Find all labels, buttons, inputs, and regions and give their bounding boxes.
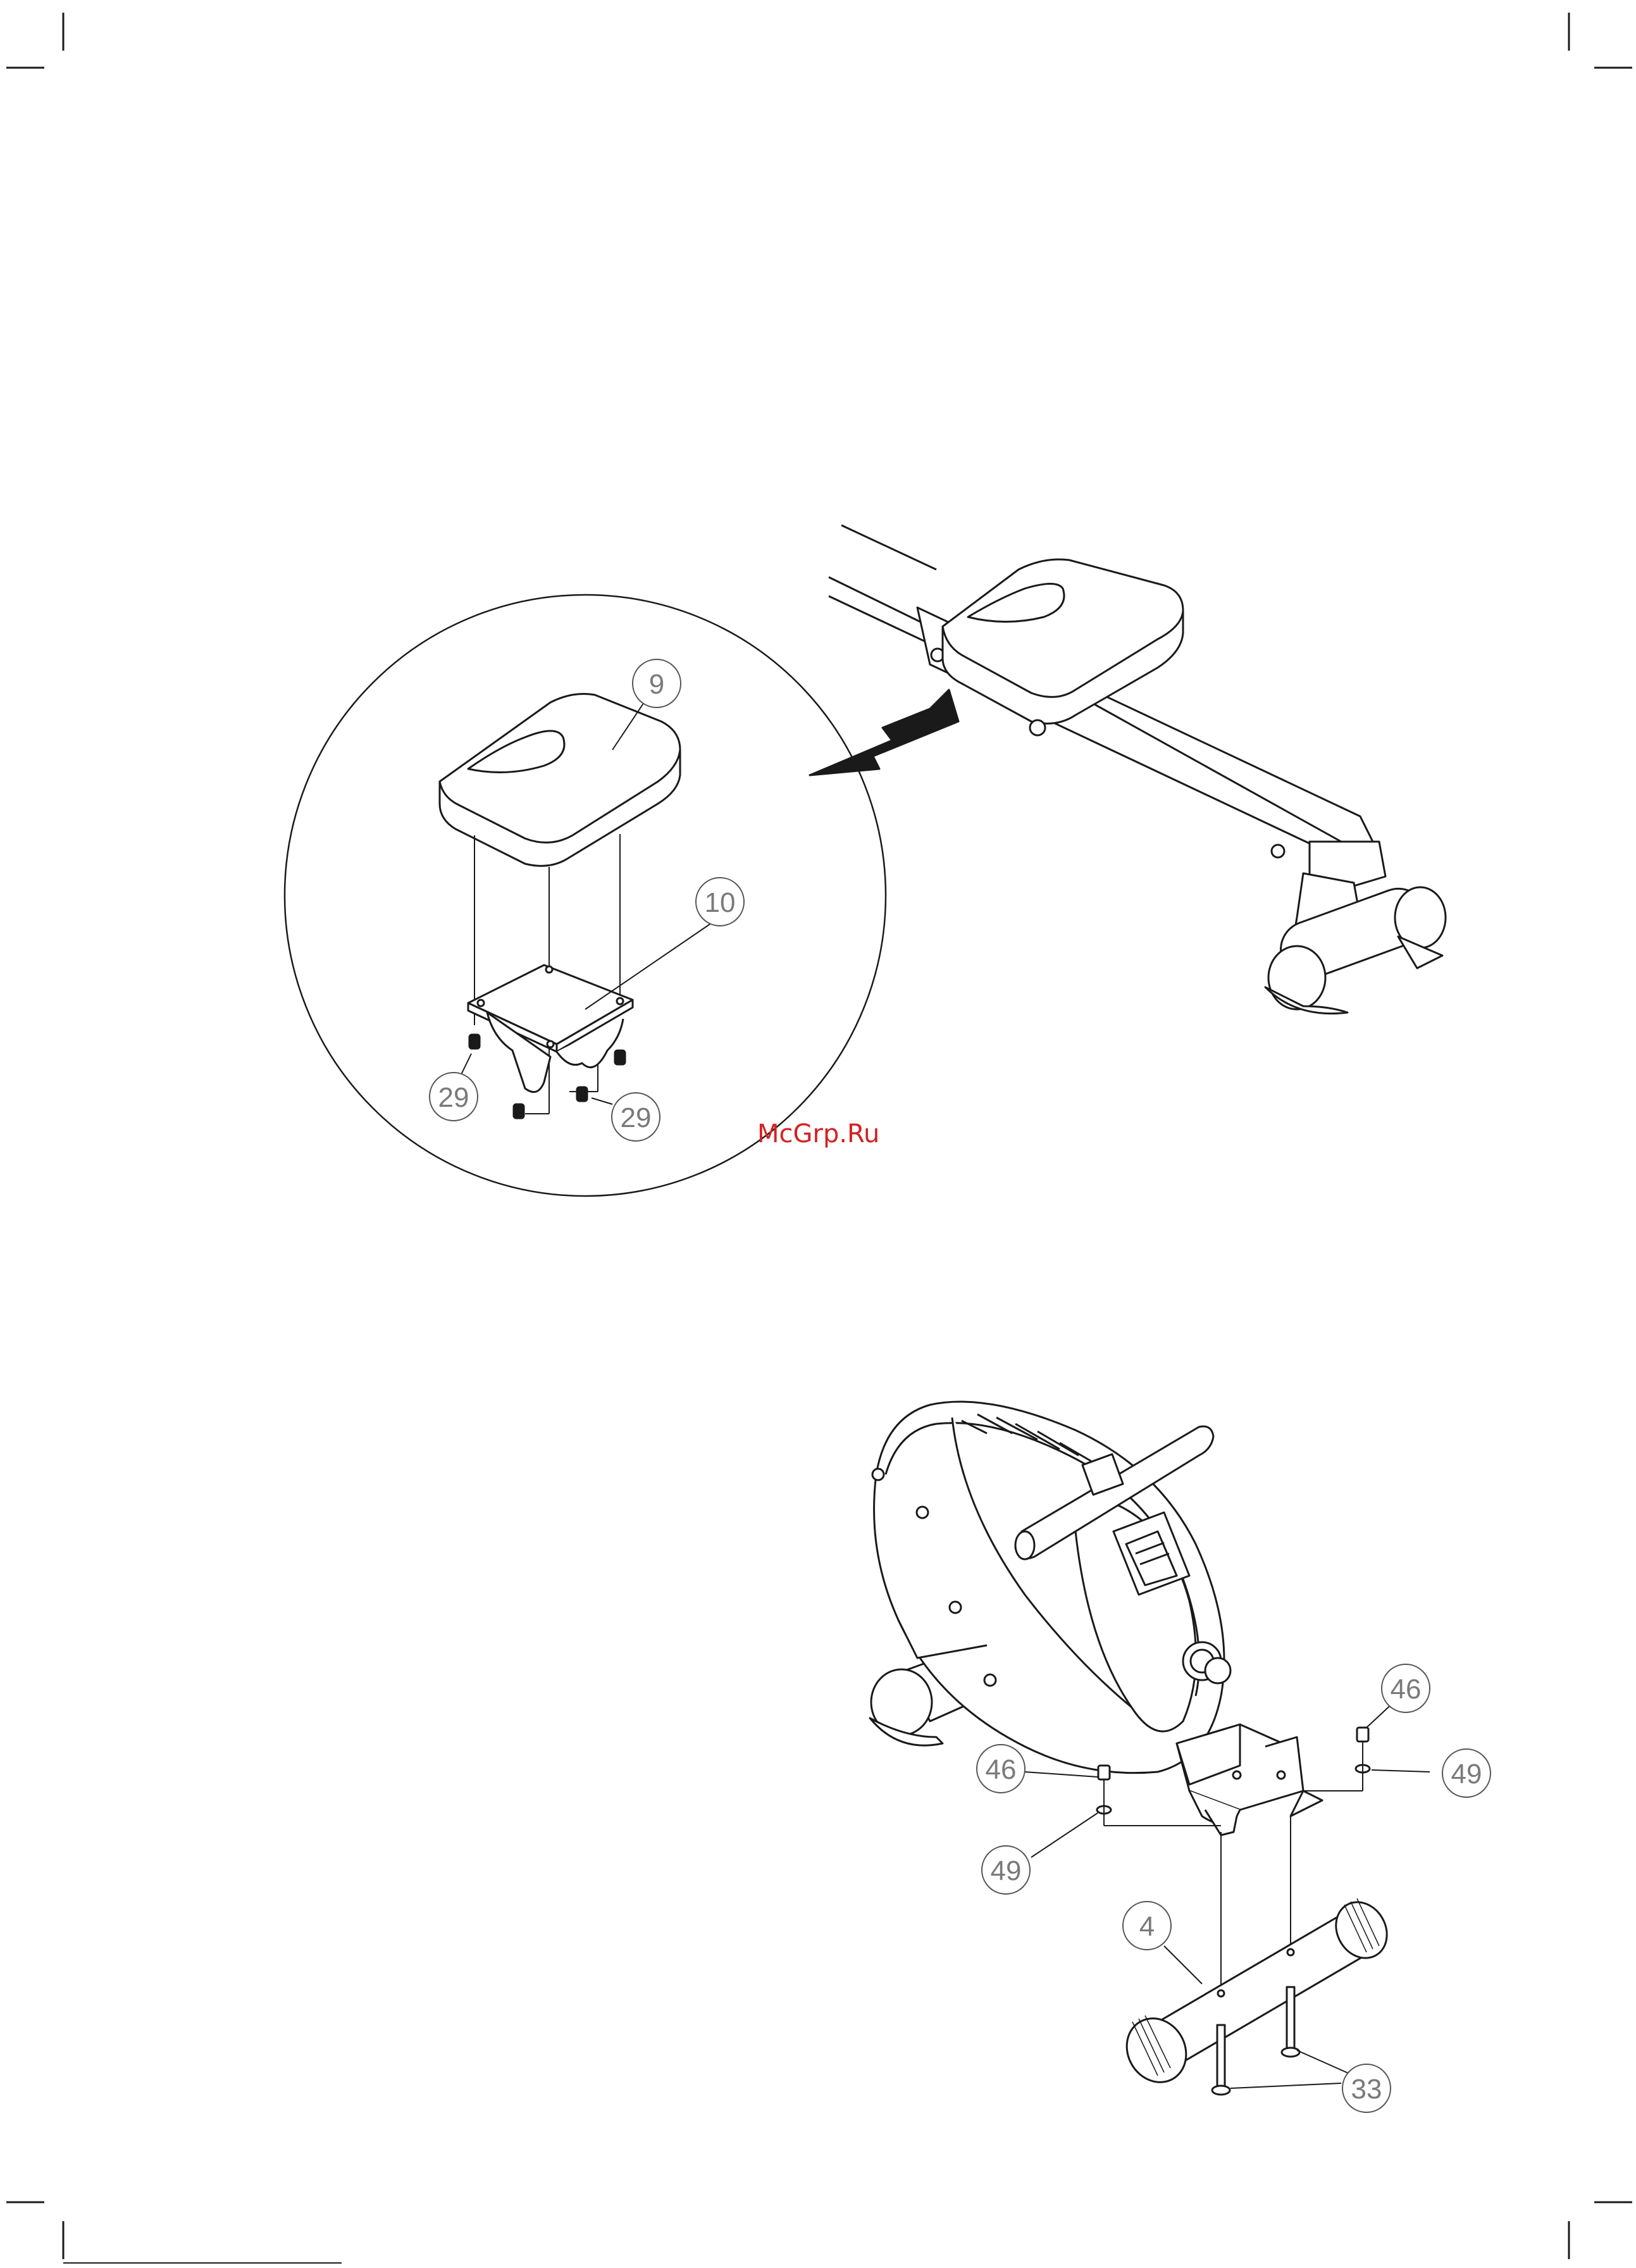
callout-seat-bracket: 10	[696, 878, 744, 926]
nut-icon	[1098, 1766, 1110, 1779]
screw-icon	[615, 1050, 625, 1064]
rail-bolt	[1272, 845, 1284, 857]
callout-label: 49	[1451, 1759, 1482, 1790]
seat-on-rail	[943, 559, 1183, 735]
callout-label: 29	[438, 1082, 469, 1113]
callout-nut-left: 46	[977, 1745, 1025, 1793]
callout-label: 33	[1351, 2074, 1382, 2105]
front-bracket	[1177, 1724, 1322, 1835]
bolt-head-icon	[1282, 2048, 1299, 2057]
exploded-seat	[440, 694, 680, 866]
rear-stabilizer	[1265, 873, 1446, 1014]
callout-seat: 9	[633, 659, 681, 707]
callout-washer-left: 49	[982, 1846, 1030, 1894]
detail-magnifier-circle	[285, 595, 886, 1196]
bolt-icon	[1217, 2025, 1225, 2088]
callout-label: 10	[705, 887, 736, 918]
callout-screw-left: 29	[430, 1073, 478, 1121]
callout-nut-right: 46	[1382, 1664, 1430, 1712]
callout-bolts: 33	[1342, 2064, 1391, 2112]
callout-label: 4	[1139, 1911, 1155, 1942]
screw-icon	[577, 1087, 587, 1101]
callout-washer-right: 49	[1442, 1749, 1490, 1797]
callout-front-stabilizer: 4	[1123, 1902, 1171, 1950]
watermark: McGrp.Ru	[757, 1119, 879, 1149]
callout-screw-right: 29	[612, 1093, 660, 1141]
front-stabilizer-diagram	[870, 1402, 1430, 2095]
screw-icon	[469, 1035, 480, 1049]
callout-label: 46	[986, 1754, 1017, 1785]
callout-label: 29	[621, 1102, 652, 1133]
bolt-icon	[1287, 1987, 1294, 2050]
callout-label: 46	[1391, 1674, 1422, 1705]
bolt-head-icon	[1212, 2086, 1230, 2095]
callout-label: 49	[991, 1855, 1022, 1886]
callout-label: 9	[649, 669, 664, 700]
screw-icon	[514, 1104, 524, 1118]
seat-bracket	[468, 965, 633, 1092]
direction-arrow-icon	[810, 690, 958, 775]
nut-icon	[1357, 1728, 1368, 1742]
